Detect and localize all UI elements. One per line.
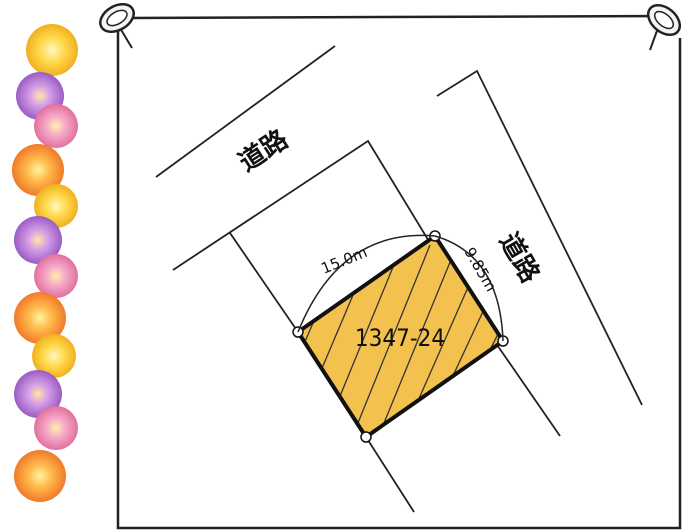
road-label-right: 道路: [493, 227, 546, 288]
dimension-arcs: [297, 234, 504, 342]
road-label-top: 道路: [233, 123, 294, 178]
dimension-long: 15.0m: [318, 243, 369, 278]
road-lines: [155, 45, 643, 513]
corner-marker: [360, 431, 372, 443]
parcel-number: 1347-24: [355, 324, 445, 352]
flower-border: [12, 24, 78, 502]
pin-icon: [646, 3, 682, 51]
map-frame: [116, 14, 682, 530]
pin-icon: [99, 3, 135, 49]
parcel-fill: [298, 236, 503, 437]
